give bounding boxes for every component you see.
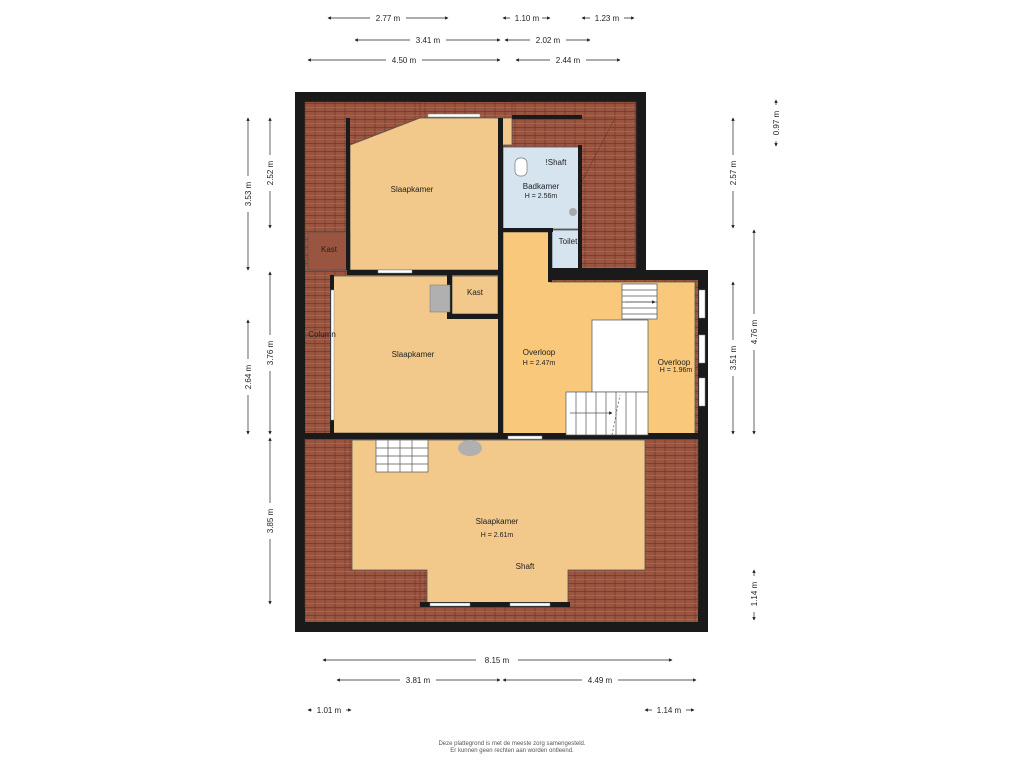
room-kast-left [307,231,351,271]
chimney-bottom-icon [458,440,482,456]
dim-right-4: 1.14 m [750,581,759,606]
dim-bottom-1: 3.81 m [406,676,431,685]
dim-right-2: 4.76 m [750,319,759,344]
label-badkamer-height: H = 2.56m [525,193,558,200]
dim-left-3: 3.76 m [266,340,275,365]
room-slaapkamer-top [349,117,513,271]
label-overloop-right-height: H = 1.96m [660,367,693,374]
label-slaapkamer-bottom: Slaapkamer [476,517,519,526]
label-slaapkamer-top: Slaapkamer [391,185,434,194]
dim-right-1: 2.57 m [729,160,738,185]
shower-drain-icon [569,208,577,216]
label-kast-mid: Kast [467,288,484,297]
dim-top-1: 1.10 m [515,14,540,23]
label-overloop-right: Overloop [658,358,691,367]
stairs [375,283,658,473]
label-shaft-bottom: Shaft [516,562,535,571]
chimney-icon [429,284,451,313]
interior-walls [305,115,700,607]
sink-icon [514,157,528,177]
footer-disclaimer-1: Deze plattegrond is met de meeste zorg s… [438,741,586,747]
dim-left-0: 3.53 m [244,181,253,206]
label-overloop-height: H = 2.47m [523,360,556,367]
dimension-labels: 2.77 m 1.10 m 1.23 m 3.41 m 2.02 m 4.50 … [243,13,781,715]
label-toilet: Toilet [559,237,578,246]
dim-right-0: 0.97 m [772,110,781,135]
dim-bottom-0: 8.15 m [485,656,510,665]
windows [330,113,706,607]
label-column: Column [308,330,336,339]
label-shaft-top: !Shaft [546,158,568,167]
label-slaapkamer-mid: Slaapkamer [392,350,435,359]
dim-left-4: 3.85 m [266,508,275,533]
room-toilet [551,229,581,271]
dim-left-1: 2.52 m [266,160,275,185]
dim-top-2: 1.23 m [595,14,620,23]
label-badkamer: Badkamer [523,182,560,191]
fixtures [429,157,577,456]
dim-top-0: 2.77 m [376,14,401,23]
dim-right-3: 3.51 m [729,345,738,370]
dim-top-4: 2.02 m [536,36,561,45]
dim-top-3: 3.41 m [416,36,441,45]
label-slaapkamer-bottom-height: H = 2.61m [481,532,514,539]
dim-bottom-3: 1.01 m [317,706,342,715]
dim-left-2: 2.64 m [244,364,253,389]
dim-bottom-2: 4.49 m [588,676,613,685]
label-overloop: Overloop [523,348,556,357]
dim-bottom-4: 1.14 m [657,706,682,715]
dim-top-5: 4.50 m [392,56,417,65]
footer-disclaimer-2: Er kunnen geen rechten aan worden ontlee… [450,748,574,754]
room-labels: Slaapkamer Kast Badkamer H = 2.56m !Shaf… [308,158,692,571]
label-kast-left: Kast [321,245,338,254]
dim-top-6: 2.44 m [556,56,581,65]
